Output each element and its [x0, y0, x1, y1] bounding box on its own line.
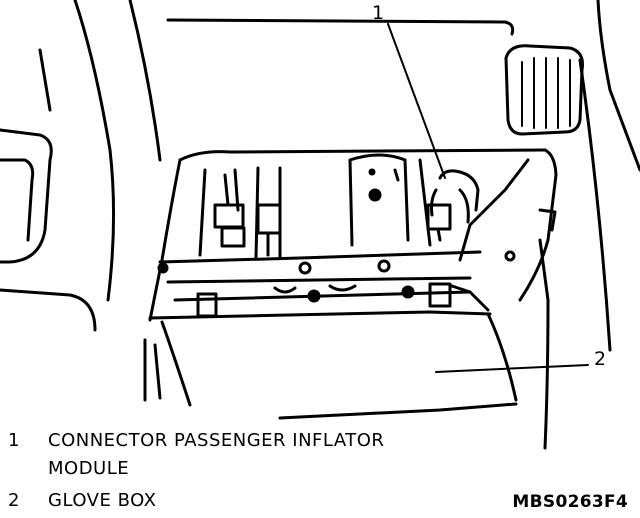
legend-text: CONNECTOR PASSENGER INFLATOR	[48, 430, 385, 451]
right-pillar	[596, 0, 640, 172]
right-bracket-2	[538, 208, 557, 232]
callout-2-label: 2	[594, 348, 607, 370]
glovebox-bottom-edge	[278, 402, 518, 420]
leader-line-2	[435, 364, 589, 373]
left-panel-top	[38, 48, 52, 112]
legend-text: GLOVE BOX	[48, 490, 157, 511]
lower-right-trim	[538, 238, 550, 450]
glovebox-opening-left	[148, 158, 182, 322]
callout-1-label: 1	[372, 2, 385, 24]
cross-beam-mid	[166, 276, 472, 284]
glovebox-opening-top	[178, 148, 547, 162]
left-pillar-inner	[128, 0, 162, 162]
figure-code: MBS0263F4	[512, 492, 628, 512]
glovebox-hinge-area	[143, 338, 162, 402]
glovebox-left-edge	[160, 320, 192, 407]
glovebox-right-edge	[486, 312, 518, 402]
cross-beam-top	[158, 250, 482, 264]
air-vent	[504, 44, 584, 136]
legend-text-line2: MODULE	[48, 458, 130, 479]
legend-item-1: 1 CONNECTOR PASSENGER INFLATOR MODULE	[8, 430, 508, 480]
cross-beam-bottom	[173, 290, 472, 302]
glovebox-opening-right	[518, 148, 558, 302]
leader-line-1	[387, 23, 446, 179]
connector-passenger-inflator	[426, 169, 480, 242]
legend-item-2: 2 GLOVE BOX	[8, 490, 308, 514]
right-dash-edge	[578, 58, 612, 352]
dash-top-edge	[166, 18, 515, 36]
left-panel-inner	[0, 158, 35, 242]
legend-number: 2	[8, 490, 20, 511]
left-lower-curve	[0, 288, 97, 332]
beam-holes	[157, 250, 516, 303]
glovebox-top-edge	[148, 310, 492, 320]
left-panel-outline	[0, 128, 53, 264]
left-pillar-outer	[73, 0, 116, 302]
right-bracket	[458, 158, 530, 262]
left-wiring-connectors	[213, 168, 282, 257]
legend-number: 1	[8, 430, 20, 451]
